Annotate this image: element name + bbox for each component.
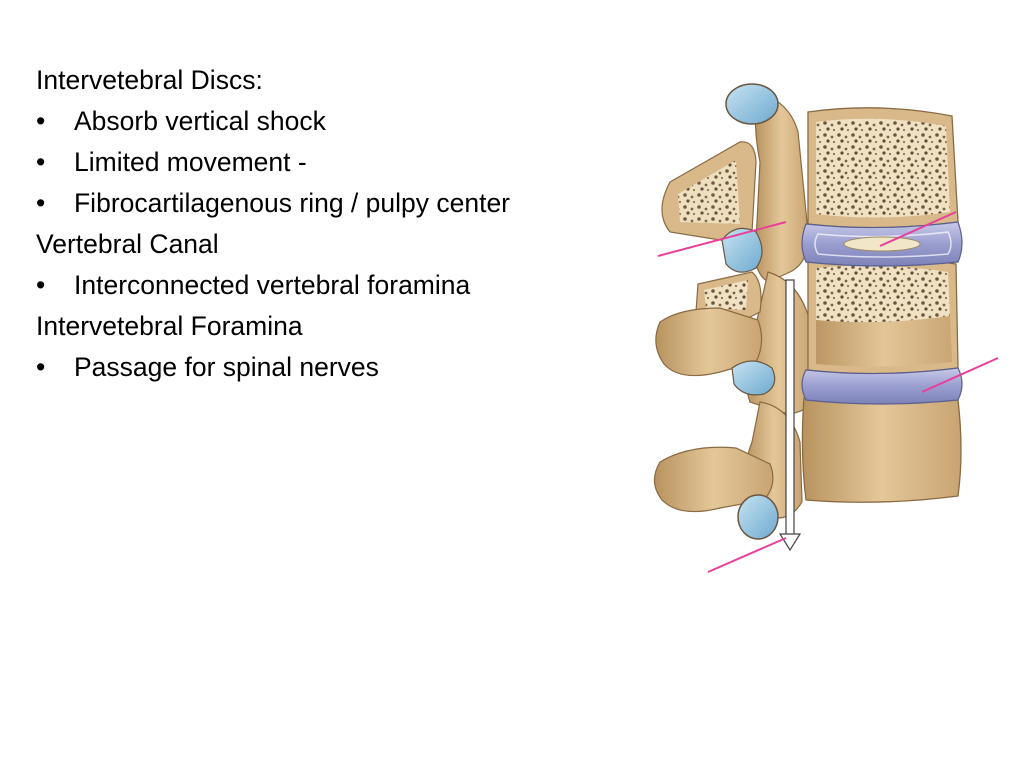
vertebral-canal-arrow [778,279,802,552]
bullet-icon: • [36,352,46,382]
bullet-text: Passage for spinal nerves [74,352,379,382]
heading-vertebral-canal: Vertebral Canal [36,229,219,259]
bullet-text: Interconnected vertebral foramina [74,270,471,300]
bullet-icon: • [36,270,46,300]
bullet-item-fibrocartilage: • Fibrocartilagenous ring / pulpy center [36,183,636,224]
bullet-item-absorb-shock: • Absorb vertical shock [36,101,636,142]
heading-intervertebral-foramina: Intervetebral Foramina [36,311,303,341]
intervertebral-discs [801,221,963,405]
articular-cartilage [721,83,779,540]
pointer-lines [657,211,999,573]
spinous-processes [653,141,774,513]
bullet-icon: • [36,188,46,218]
bullet-text: Fibrocartilagenous ring / pulpy center [74,188,511,218]
vertebral-bodies [801,107,962,503]
bullet-item-spinal-nerves: • Passage for spinal nerves [36,347,636,388]
bullet-icon: • [36,147,46,177]
bullet-item-limited-movement: • Limited movement - [36,142,636,183]
heading-intervertebral-discs: Intervetebral Discs: [36,65,263,95]
bullet-text: Absorb vertical shock [74,106,326,136]
vertebral-column-illustration [653,83,999,573]
slide-text: Intervetebral Discs: • Absorb vertical s… [36,60,636,388]
bullet-icon: • [36,106,46,136]
bullet-text: Limited movement - [74,147,307,177]
bullet-item-foramina: • Interconnected vertebral foramina [36,265,636,306]
